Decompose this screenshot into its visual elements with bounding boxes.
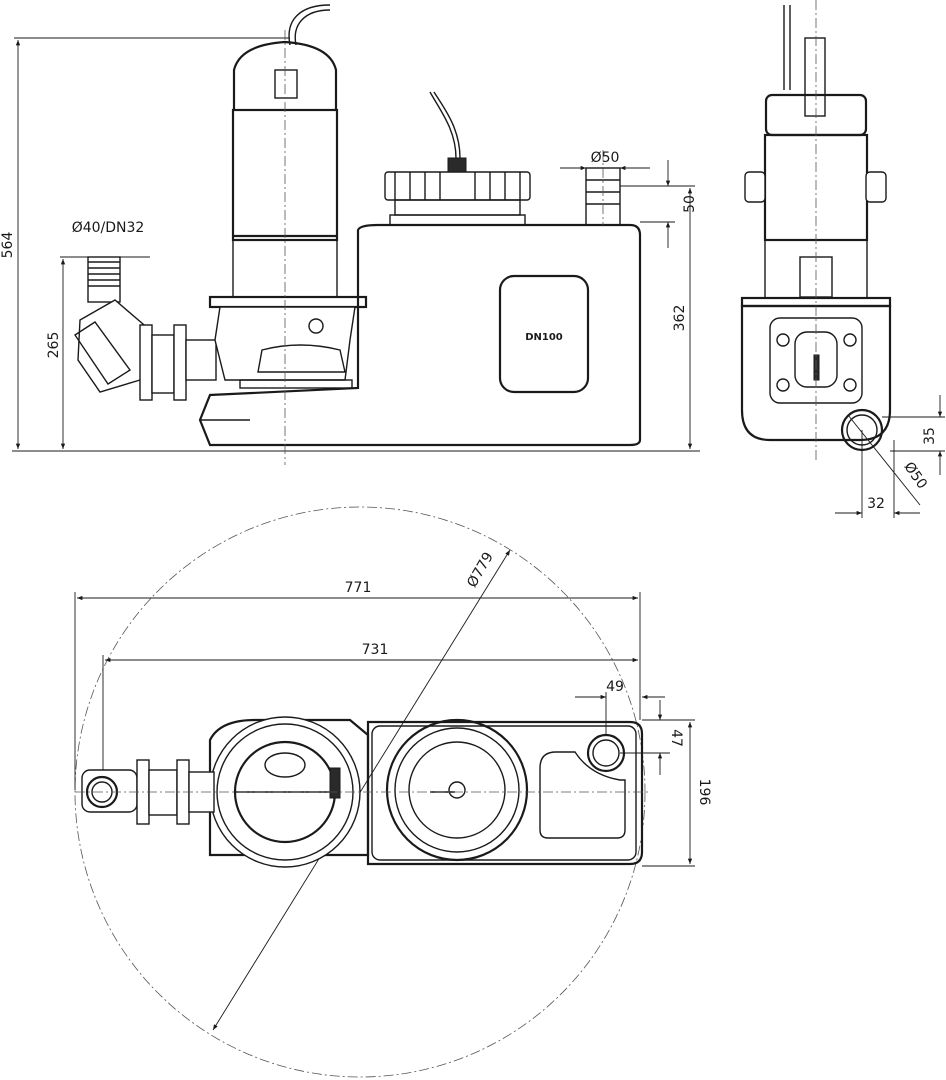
- side-view: 35 Ø50 32: [740, 0, 945, 518]
- discharge-elbow: [74, 256, 217, 401]
- tank-label: DN100: [525, 332, 563, 343]
- dim-discharge-connection: Ø40/DN32: [72, 220, 145, 236]
- dim-discharge-height: 265: [46, 332, 62, 359]
- dim-vent-diameter: Ø50: [591, 150, 620, 166]
- top-view: 771 731 Ø779 49: [74, 506, 712, 1078]
- dim-tank-height: 362: [672, 305, 688, 332]
- dim-width: 196: [696, 779, 712, 806]
- dim-inlet-diameter: Ø50: [900, 459, 930, 492]
- pump-motor: [208, 4, 368, 389]
- dim-inlet-height: 35: [922, 427, 938, 445]
- dim-overall-height: 564: [0, 232, 16, 259]
- dim-swing-diameter: Ø779: [464, 550, 497, 591]
- front-view: 564 265 Ø40/DN32: [0, 4, 700, 465]
- tank: DN100: [198, 91, 642, 447]
- dim-vent-offset-y: 47: [668, 729, 684, 747]
- dim-vent-offset-x: 49: [606, 679, 624, 695]
- dim-length-to-connection: 731: [362, 642, 389, 658]
- dim-inlet-offset: 32: [867, 496, 885, 512]
- swing-circle: [74, 506, 646, 1078]
- dim-overall-length: 771: [345, 580, 372, 596]
- dn100-window: [498, 274, 590, 394]
